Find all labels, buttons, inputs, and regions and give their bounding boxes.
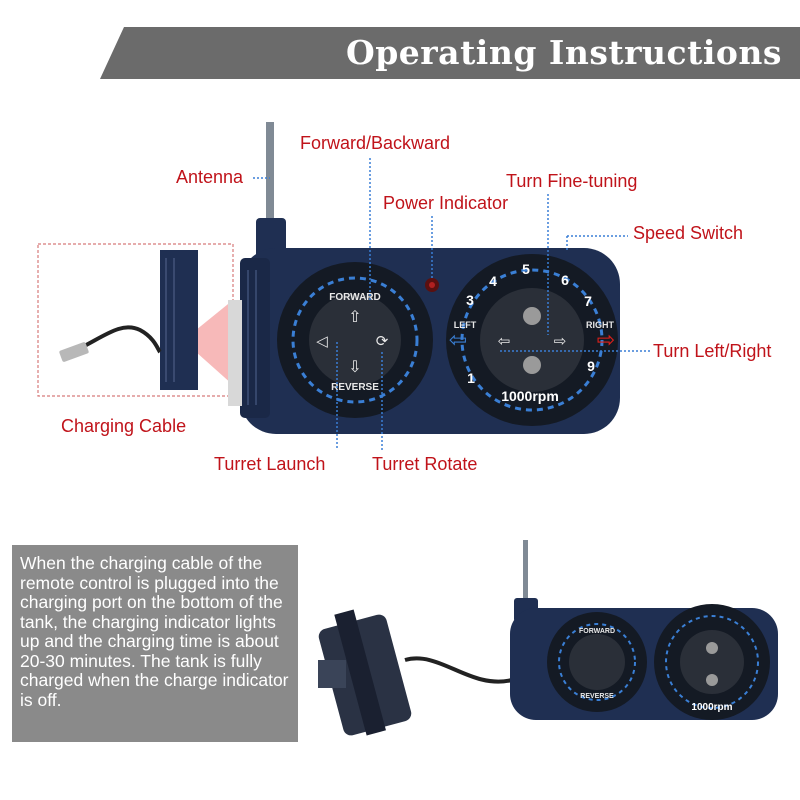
forward-marking: FORWARD [329,292,380,303]
charging-info-text: When the charging cable of the remote co… [20,553,289,710]
speed-number-7: 7 [584,293,592,309]
turret-launch-icon: ◁ [316,333,328,350]
fine-tune-knob-top [523,307,541,325]
charging-info-box: When the charging cable of the remote co… [12,545,298,742]
antenna-rod [266,122,274,222]
speed-number-5: 5 [522,261,530,277]
banner-shape [100,27,800,79]
left-dial: FORWARD REVERSE ⇧ ⇩ ◁ ⟳ [277,262,433,418]
charging-cable-label: Charging Cable [61,416,187,436]
tank-image [318,609,412,736]
forward-arrow-icon: ⇧ [348,309,361,326]
small-forward-marking: FORWARD [579,628,615,635]
turn-left-right-label: Turn Left/Right [653,341,772,361]
left-arrow-icon: ⇦ [498,333,511,350]
forward-backward-label: Forward/Backward [300,133,451,153]
power-indicator-label: Power Indicator [383,193,509,213]
charging-cable-wire [404,656,513,684]
leader-lines [253,158,650,450]
antenna-label: Antenna [176,167,244,187]
left-turn-arrow-icon: ⇦ [449,327,467,352]
right-turn-arrow-icon: ⇨ [597,327,615,352]
rpm-marking: 1000rpm [501,388,559,404]
turn-fine-tuning-label: Turn Fine-tuning [506,171,638,191]
left-marking: LEFT [454,320,477,330]
fine-tune-knob-bottom [523,356,541,374]
speed-number-4: 4 [489,273,497,289]
speed-number-3: 3 [466,292,474,308]
charging-cable-inset [37,243,234,397]
speed-switch-label: Speed Switch [633,223,744,243]
small-rpm-marking: 1000rpm [691,702,732,713]
turret-rotate-label: Turret Rotate [372,454,478,474]
speed-number-6: 6 [561,272,569,288]
reverse-marking: REVERSE [331,382,379,393]
right-marking: RIGHT [586,320,615,330]
speed-number-9: 9 [587,358,595,374]
turret-launch-label: Turret Launch [214,454,326,474]
title-banner: Operating Instructions [100,27,800,79]
reverse-arrow-icon: ⇩ [348,359,361,376]
turret-rotate-icon: ⟳ [376,333,389,350]
page-title: Operating Instructions [345,33,782,72]
small-reverse-marking: REVERSE [580,693,614,700]
right-dial: ⇦ ⇨ ⇦ ⇨ LEFT RIGHT 1 3 4 5 6 7 9 1000rpm [446,254,618,426]
right-arrow-icon: ⇨ [554,333,567,350]
speed-number-1: 1 [467,370,475,386]
